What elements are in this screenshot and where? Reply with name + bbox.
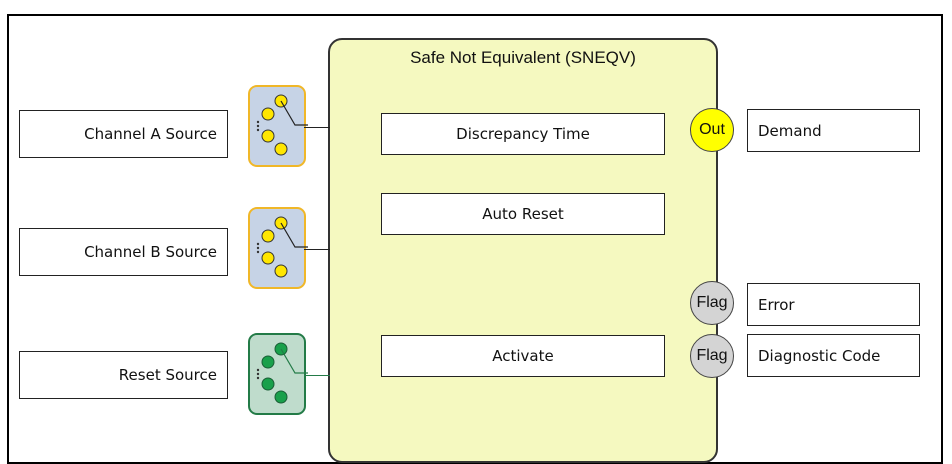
param-label: Auto Reset [482,205,564,223]
param-auto-reset[interactable]: Auto Reset [381,193,665,235]
param-label: Activate [492,347,554,365]
source-label: Channel A Source [84,125,217,143]
output-label: Diagnostic Code [758,346,881,365]
output-label: Error [758,295,795,314]
block-title: Safe Not Equivalent (SNEQV) [410,48,636,67]
wire-channel-b [304,249,330,250]
flag-badge-error[interactable]: Flag [690,281,734,325]
wire-reset [304,375,330,376]
source-label: Reset Source [118,366,217,384]
flag-badge-diagnostic[interactable]: Flag [690,334,734,378]
source-label: Channel B Source [84,243,217,261]
connector-reset-icon[interactable] [248,333,308,415]
source-channel-a[interactable]: Channel A Source [19,110,228,158]
source-reset[interactable]: Reset Source [19,351,228,399]
wire-channel-a [304,127,330,128]
param-label: Discrepancy Time [456,125,590,143]
connector-channel-b-icon[interactable] [248,207,308,289]
param-activate[interactable]: Activate [381,335,665,377]
source-channel-b[interactable]: Channel B Source [19,228,228,276]
output-label: Demand [758,121,822,140]
output-error[interactable]: Error [747,283,920,326]
connector-channel-a-icon[interactable] [248,85,308,167]
output-diagnostic-code[interactable]: Diagnostic Code [747,334,920,377]
param-discrepancy-time[interactable]: Discrepancy Time [381,113,665,155]
output-demand[interactable]: Demand [747,109,920,152]
out-badge[interactable]: Out [690,108,734,152]
sneqv-function-block[interactable]: Safe Not Equivalent (SNEQV) [328,38,718,463]
